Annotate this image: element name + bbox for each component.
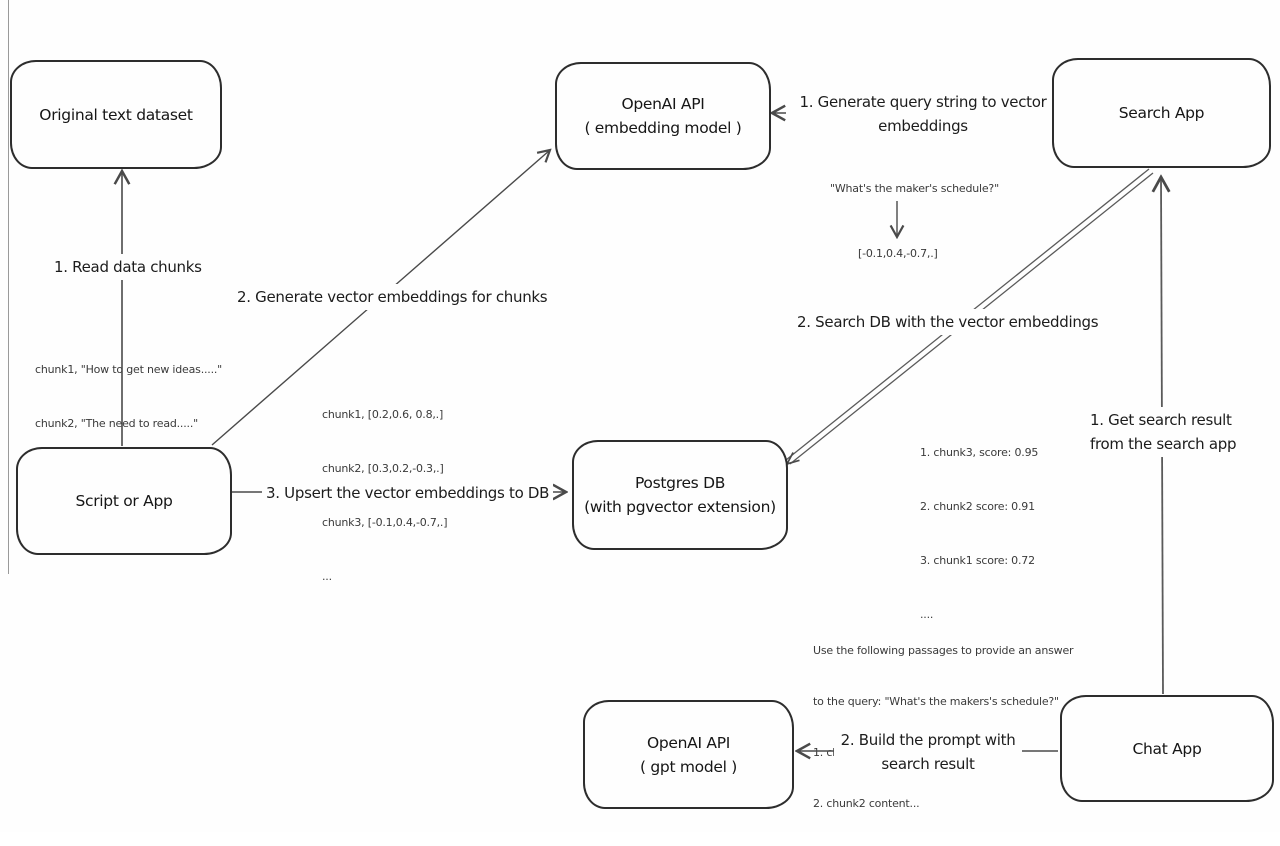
annotation-line: ... — [322, 570, 332, 583]
annotation-line: .... — [920, 608, 934, 621]
canvas-left-edge-line — [8, 0, 9, 574]
node-chat-app: Chat App — [1060, 695, 1274, 802]
annotation-line: 1. chunk3, score: 0.95 — [920, 446, 1039, 459]
annotation-query-string: "What's the maker's schedule?" — [830, 182, 999, 195]
annotation-line: 2. chunk2 score: 0.91 — [920, 500, 1035, 513]
node-title: OpenAI API — [621, 95, 705, 113]
annotation-line: Use the following passages to provide an… — [813, 644, 1074, 657]
edge-label-query-string-to-vector: 1. Generate query string to vector embed… — [786, 89, 1060, 139]
edge-label-line: search result — [881, 755, 975, 773]
annotation-line: chunk3, [-0.1,0.4,-0.7,.] — [322, 516, 448, 529]
annotation-line: chunk2, [0.3,0.2,-0.3,.] — [322, 462, 444, 475]
node-search-app: Search App — [1052, 58, 1271, 168]
node-label: Search App — [1118, 104, 1205, 122]
node-subtitle: (with pgvector extension) — [584, 498, 776, 516]
edge-label-generate-embeddings: 2. Generate vector embeddings for chunks — [233, 284, 552, 310]
node-label: Original text dataset — [39, 105, 193, 124]
edge-label-build-prompt: 2. Build the prompt with search result — [834, 727, 1022, 777]
edge-label-line: embeddings — [878, 117, 968, 135]
node-subtitle: ( embedding model ) — [584, 119, 742, 137]
annotation-line: 2. chunk2 content... — [813, 797, 920, 810]
node-subtitle: ( gpt model ) — [640, 757, 737, 776]
annotation-query-vector: [-0.1,0.4,-0.7,.] — [858, 247, 938, 260]
node-postgres-db: Postgres DB (with pgvector extension) — [572, 440, 788, 550]
node-original-text-dataset: Original text dataset — [10, 60, 222, 169]
edge-label-read-data-chunks: 1. Read data chunks — [50, 254, 206, 280]
node-title: Postgres DB — [634, 474, 726, 492]
edge-label-line: from the search app — [1090, 435, 1237, 453]
annotation-line: chunk1, "How to get new ideas....." — [35, 363, 223, 376]
node-label: Script or App — [75, 492, 173, 510]
edge-label-line: 1. Get search result — [1090, 411, 1232, 429]
annotation-line: to the query: "What's the makers's sched… — [813, 695, 1059, 708]
annotation-line: chunk1, [0.2,0.6, 0.8,.] — [322, 408, 444, 421]
edge-label-line: 1. Generate query string to vector — [799, 93, 1047, 111]
annotation-line: 3. chunk1 score: 0.72 — [920, 554, 1035, 567]
node-label: Chat App — [1132, 739, 1202, 758]
node-openai-api-embedding: OpenAI API ( embedding model ) — [555, 62, 771, 170]
annotation-score-list: 1. chunk3, score: 0.95 2. chunk2 score: … — [920, 408, 1038, 660]
edge-label-search-db: 2. Search DB with the vector embeddings — [793, 309, 1103, 335]
edge-label-line: 2. Build the prompt with — [840, 731, 1016, 749]
node-openai-api-gpt: OpenAI API ( gpt model ) — [583, 700, 794, 809]
node-title: OpenAI API — [646, 733, 731, 752]
annotation-vector-list: chunk1, [0.2,0.6, 0.8,.] chunk2, [0.3,0.… — [322, 370, 448, 622]
edge-label-upsert-to-db: 3. Upsert the vector embeddings to DB — [262, 480, 554, 506]
edge-label-get-search-result: 1. Get search result from the search app — [1086, 407, 1241, 457]
node-script-or-app: Script or App — [16, 447, 232, 555]
